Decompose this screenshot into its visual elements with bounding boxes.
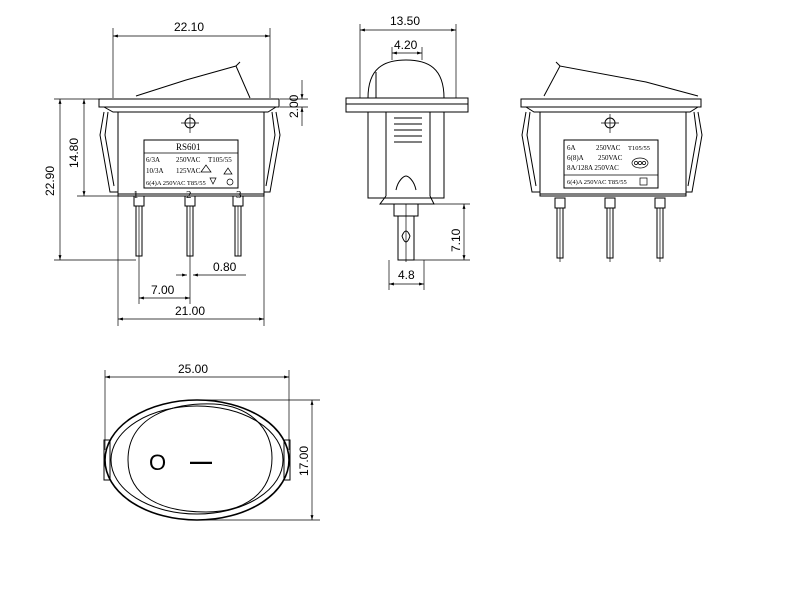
rear-label-rating-3: 8A/128A 250VAC <box>567 164 619 172</box>
rear-label-rating-2b: 250VAC <box>598 154 623 162</box>
dim-bottom-width: 25.00 <box>178 362 208 376</box>
label-model: RS601 <box>176 142 201 152</box>
pin-number-1: 1 <box>133 189 139 201</box>
rear-pin <box>554 197 566 262</box>
pin-number-3: 3 <box>236 189 242 201</box>
dim-pin-spacing: 7.00 <box>151 283 175 297</box>
label-rating-1b: 250VAC <box>176 156 201 164</box>
rear-label-rating-1a: 6A <box>567 144 576 152</box>
dim-front-height-total: 22.90 <box>43 166 57 196</box>
front-cert-icon <box>200 164 234 186</box>
rear-label-rating-2a: 6(8)A <box>567 154 584 162</box>
front-view: RS601 6/3A 250VAC T105/55 10/3A 125VAC 6… <box>43 20 308 326</box>
label-rating-3: 6(4)A 250VAC T85/55 <box>146 180 206 187</box>
label-rating-2a: 10/3A <box>146 167 164 175</box>
dim-front-width-bottom: 21.00 <box>175 304 205 318</box>
rear-view: 6A 250VAC T105/55 6(8)A 250VAC 8A/128A 2… <box>520 61 703 262</box>
dim-front-height-body: 14.80 <box>67 138 81 168</box>
front-pin <box>184 195 196 280</box>
rear-pin <box>654 197 666 262</box>
dim-pin-thickness: 0.80 <box>213 260 237 274</box>
dim-bottom-height: 17.00 <box>297 446 311 476</box>
side-view: 13.50 4.20 7.10 4.8 <box>345 14 470 290</box>
label-rating-1c: T105/55 <box>208 156 232 164</box>
dim-side-pin-width: 4.8 <box>398 268 415 282</box>
front-pin <box>133 195 145 266</box>
off-symbol: O <box>149 450 166 475</box>
rear-label-rating-4: 6(4)A 250VAC T85/55 <box>567 179 627 186</box>
front-pin <box>232 195 244 257</box>
rear-label-rating-1c: T105/55 <box>628 145 650 152</box>
rear-label-rating-1b: 250VAC <box>596 144 621 152</box>
rear-pin <box>604 197 616 262</box>
label-rating-2b: 125VAC <box>176 167 201 175</box>
label-rating-1a: 6/3A <box>146 156 160 164</box>
dim-rocker-height: 2.00 <box>287 94 301 118</box>
dim-side-rocker-width: 4.20 <box>394 38 418 52</box>
dim-side-width: 13.50 <box>390 14 420 28</box>
pin-number-2: 2 <box>186 189 192 201</box>
on-symbol: — <box>190 449 212 474</box>
dim-front-width-top: 22.10 <box>174 20 204 34</box>
top-face-view: O — 25.00 17.00 <box>103 362 320 521</box>
rear-cert-icon <box>631 157 649 186</box>
dim-side-pin-length: 7.10 <box>449 228 463 252</box>
